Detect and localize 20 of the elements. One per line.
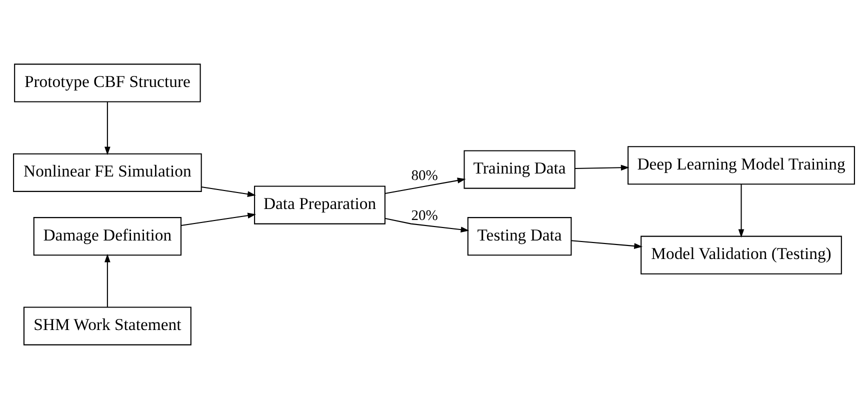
node-box: Nonlinear FE Simulation: [13, 152, 202, 192]
arrow: [384, 177, 466, 194]
edge-label: 20%: [411, 207, 438, 224]
node-box: Testing Data: [467, 216, 572, 256]
node-box: Deep Learning Model Training: [628, 146, 855, 184]
arrow: [574, 164, 630, 170]
arrow: [181, 212, 256, 226]
arrow: [385, 217, 470, 232]
node-box: Training Data: [464, 150, 576, 188]
arrow: [104, 253, 110, 306]
edge-label: 80%: [411, 168, 438, 184]
node-box: Data Preparation: [254, 185, 386, 224]
arrow: [104, 102, 110, 155]
node-box: Prototype CBF Structure: [14, 63, 201, 102]
node-box: Damage Definition: [33, 216, 182, 256]
arrow: [571, 240, 643, 248]
arrow: [202, 186, 256, 196]
arrow: [738, 184, 744, 238]
node-box: SHM Work Statement: [23, 306, 192, 345]
node-box: Model Validation (Testing): [640, 235, 842, 274]
